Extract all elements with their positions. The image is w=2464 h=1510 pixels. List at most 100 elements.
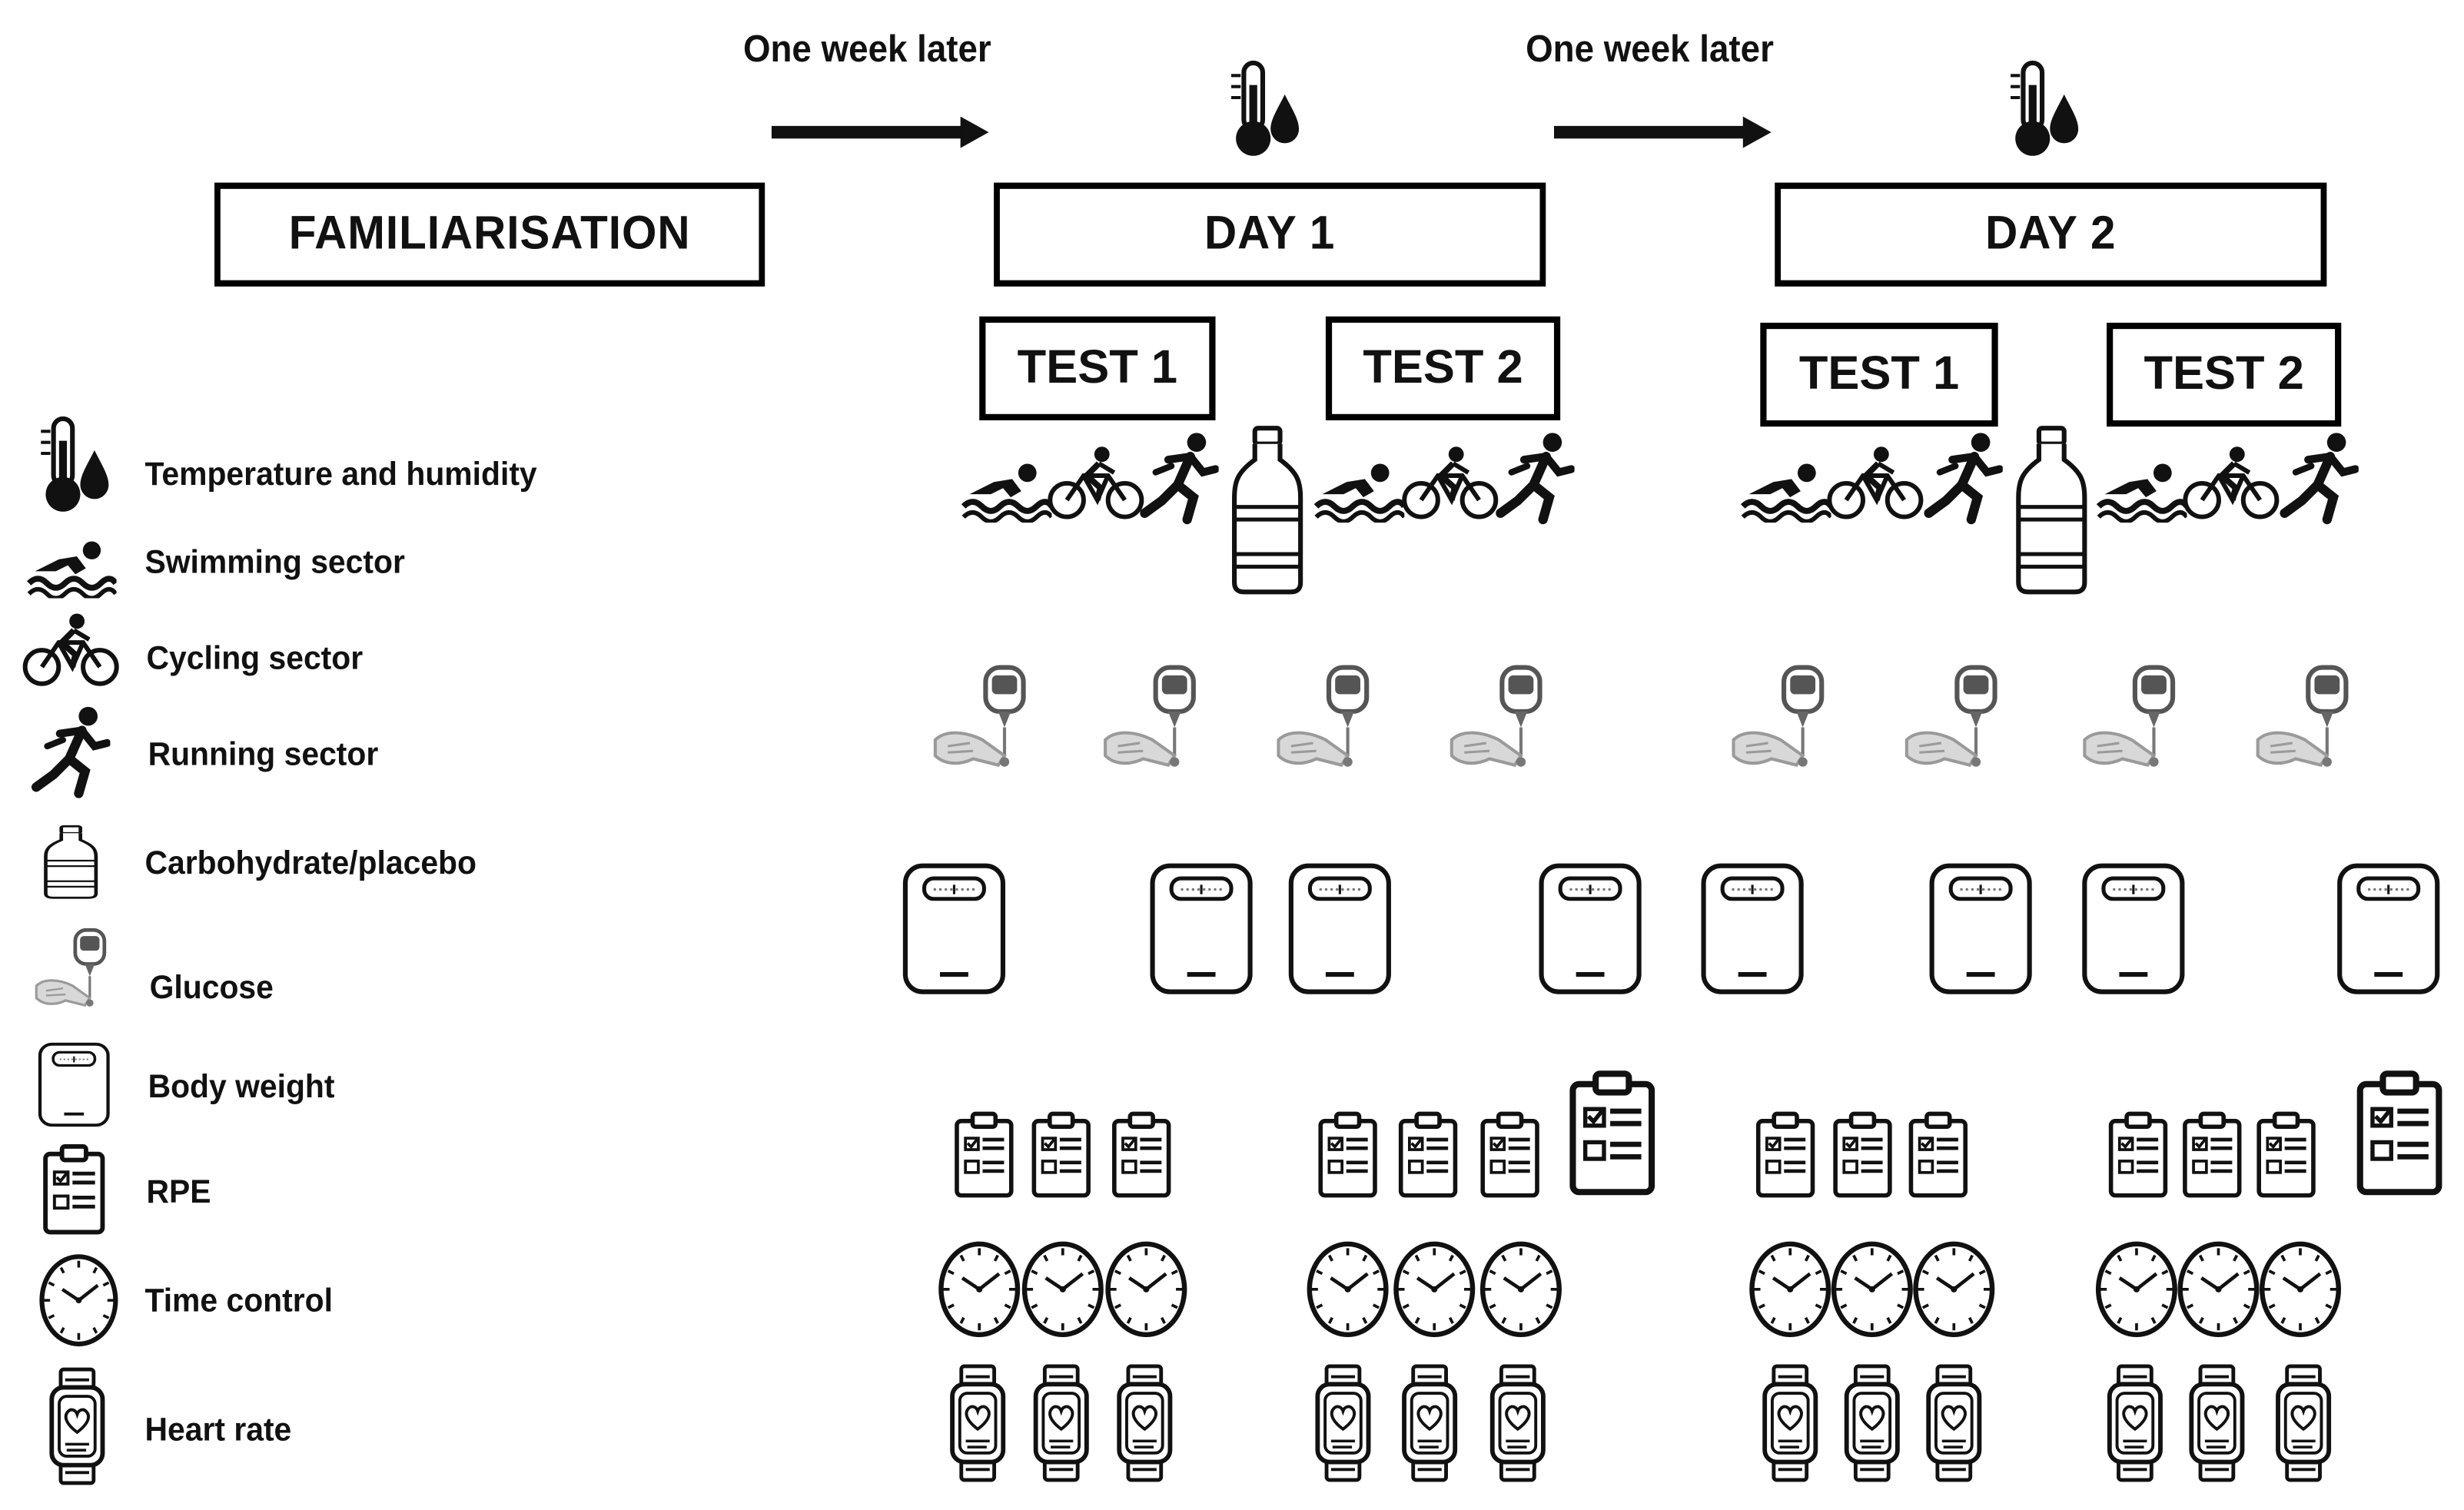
clock-icon [1020, 1237, 1105, 1341]
clock-icon [1829, 1237, 1914, 1341]
heart-watch-icon [1842, 1363, 1902, 1483]
test-label: TEST 2 [1363, 341, 1523, 394]
glucometer-icon [32, 926, 117, 1017]
thermometer-drop-icon [35, 416, 113, 516]
heart-watch-icon [2105, 1363, 2165, 1483]
scale-icon [38, 1042, 110, 1127]
heart-watch-icon [1031, 1363, 1091, 1483]
week-gap-label-2: One week later [1526, 28, 1774, 71]
swimmer-icon [961, 460, 1052, 523]
clipboard-icon [1907, 1105, 1970, 1203]
heart-watch-icon [1924, 1363, 1984, 1483]
clipboard-icon [1396, 1105, 1459, 1203]
arrow-right-icon [771, 116, 989, 148]
glucometer-icon [1901, 665, 2011, 778]
legend-label-glucose: Glucose [149, 969, 274, 1007]
runner-icon [1924, 431, 2002, 526]
heart-watch-icon [1114, 1363, 1174, 1483]
clock-icon [1479, 1237, 1564, 1341]
heart-watch-icon [1488, 1363, 1548, 1483]
scale-icon [2336, 863, 2440, 995]
test-label: TEST 1 [1017, 341, 1178, 394]
clipboard-icon [1030, 1105, 1093, 1203]
legend-label-heart-rate: Heart rate [144, 1412, 292, 1449]
scale-icon [902, 863, 1006, 995]
clock-icon [38, 1250, 120, 1351]
swimmer-icon [1313, 460, 1405, 523]
day1-box: DAY 1 [994, 182, 1546, 287]
cyclist-icon [1047, 444, 1144, 523]
heart-watch-icon [2187, 1363, 2247, 1483]
glucometer-icon [1727, 665, 1837, 778]
heart-watch-icon [2273, 1363, 2333, 1483]
clock-icon [1104, 1237, 1189, 1341]
runner-icon [2280, 431, 2358, 526]
day2-label: DAY 2 [1985, 207, 2117, 261]
glucometer-icon [2251, 665, 2361, 778]
test-label: TEST 1 [1798, 347, 1960, 400]
clock-icon [2258, 1237, 2343, 1341]
scale-icon [1149, 863, 1253, 995]
clipboard-icon [952, 1105, 1015, 1203]
glucometer-icon [1099, 665, 1209, 778]
clipboard-icon [2255, 1105, 2318, 1203]
glucometer-icon [1272, 665, 1382, 778]
familiarisation-box: FAMILIARISATION [214, 182, 765, 287]
legend-label-rpe: RPE [146, 1174, 211, 1211]
glucometer-icon [2078, 665, 2188, 778]
clipboard-icon [1110, 1105, 1173, 1203]
cyclist-icon [2182, 444, 2280, 523]
bottle-icon [1228, 425, 1307, 598]
clock-icon [1392, 1237, 1477, 1341]
legend-label-carbohydrate: Carbohydrate/placebo [144, 845, 477, 882]
clipboard-icon [2354, 1066, 2446, 1198]
day2-box: DAY 2 [1775, 182, 2327, 287]
scale-icon [1929, 863, 2033, 995]
heart-watch-icon [1760, 1363, 1820, 1483]
runner-icon [32, 705, 110, 800]
glucometer-icon [929, 665, 1039, 778]
clock-icon [2176, 1237, 2261, 1341]
scale-icon [2081, 863, 2185, 995]
arrow-right-icon [1553, 116, 1772, 148]
day2-test1-box: TEST 1 [1760, 322, 1998, 427]
familiarisation-label: FAMILIARISATION [288, 207, 691, 261]
swimmer-icon [1740, 460, 1831, 523]
heart-watch-icon [1400, 1363, 1459, 1483]
legend-label-running: Running sector [148, 736, 379, 773]
clock-icon [937, 1237, 1022, 1341]
heart-watch-icon [948, 1363, 1008, 1483]
clock-icon [1748, 1237, 1833, 1341]
week-gap-label-1: One week later [742, 28, 991, 71]
day1-test2-box: TEST 2 [1325, 316, 1561, 420]
clipboard-icon [2180, 1105, 2243, 1203]
scale-icon [1700, 863, 1804, 995]
legend-label-temperature: Temperature and humidity [144, 456, 537, 493]
clock-icon [1305, 1237, 1390, 1341]
heart-watch-icon [1313, 1363, 1373, 1483]
cyclist-icon [22, 611, 120, 689]
cyclist-icon [1826, 444, 1924, 523]
day1-label: DAY 1 [1204, 207, 1336, 261]
legend-label-cycling: Cycling sector [146, 640, 364, 677]
bottle-icon [41, 825, 101, 900]
day1-test1-box: TEST 1 [979, 316, 1216, 420]
legend-label-body-weight: Body weight [148, 1068, 335, 1106]
swimmer-icon [25, 539, 117, 599]
heart-watch-icon [47, 1366, 107, 1486]
clipboard-icon [1317, 1105, 1380, 1203]
clipboard-icon [2107, 1105, 2170, 1203]
bottle-icon [2012, 425, 2090, 598]
runner-icon [1496, 431, 1574, 526]
scale-icon [1288, 863, 1392, 995]
clock-icon [2094, 1237, 2180, 1341]
legend-label-swimming: Swimming sector [144, 544, 405, 581]
test-label: TEST 2 [2144, 347, 2304, 400]
cyclist-icon [1401, 444, 1499, 523]
legend-label-time-control: Time control [144, 1283, 333, 1319]
clock-icon [1911, 1237, 1997, 1341]
scale-icon [1538, 863, 1642, 995]
clipboard-icon [41, 1140, 107, 1237]
glucometer-icon [1446, 665, 1556, 778]
swimmer-icon [2096, 460, 2187, 523]
